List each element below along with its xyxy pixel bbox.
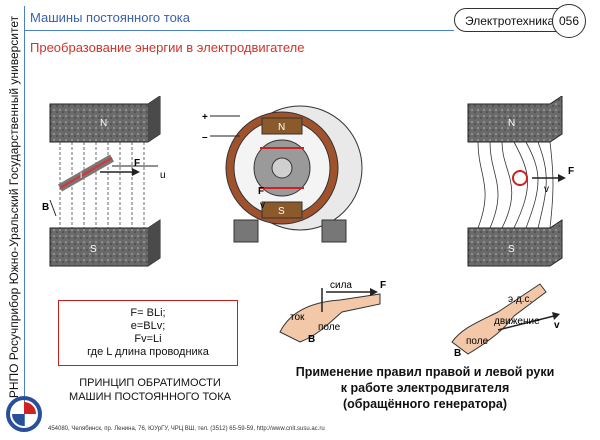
dc-motor-diagram: + – N S F v — [202, 105, 363, 243]
force-label: F — [134, 158, 140, 169]
bent-field-lines — [477, 141, 554, 229]
footer-address: 454080, Челябинск, пр. Ленина, 76, ЮУрГУ… — [48, 426, 325, 432]
left-force-symbol: F — [380, 280, 386, 291]
pole-s-label: S — [508, 244, 515, 255]
pole-n-label: N — [100, 118, 107, 129]
force-arrowhead — [558, 174, 566, 182]
pole-s-block — [49, 219, 161, 267]
force-arrowhead — [370, 288, 378, 296]
current-label: i — [80, 170, 82, 181]
pole-n-block — [467, 96, 563, 143]
principle-caption: ПРИНЦИП ОБРАТИМОСТИ МАШИН ПОСТОЯННОГО ТО… — [69, 377, 231, 403]
pole-s-label: S — [90, 244, 97, 255]
formula-box: F= BLi; e=BLv; Fv=Li где L длина проводн… — [58, 300, 238, 366]
pole-bottom — [261, 201, 303, 219]
conductor — [58, 154, 114, 192]
left-current-label: ток — [290, 312, 305, 323]
motion-arrowhead — [552, 312, 560, 320]
formula-emf: e=BLv; — [130, 320, 166, 332]
formula-note: где L длина проводника — [87, 346, 209, 358]
motor-feet — [233, 219, 347, 243]
left-field-symbol: B — [308, 334, 315, 345]
motor-velocity: v — [260, 200, 265, 211]
force-label: F — [568, 166, 574, 177]
left-field-label: поле — [318, 322, 341, 333]
right-hand-rule: э.д.с. движение v поле B — [451, 283, 560, 359]
left-rule — [24, 6, 25, 426]
formula-power: Fv=Li — [134, 333, 162, 345]
left-hand-rule: сила F ток поле B — [279, 280, 386, 345]
field-distortion-diagram: N S F v — [467, 96, 574, 267]
velocity-label: v — [544, 184, 549, 195]
motor-pole-n: N — [278, 122, 285, 133]
caption-line-3: (обращённого генератора) — [342, 397, 508, 411]
formula-force: F= BLi; — [130, 307, 166, 319]
slide-caption: Применение правил правой и левой руки к … — [260, 364, 590, 412]
force-arrowhead — [132, 168, 140, 176]
right-field-symbol: B — [454, 348, 461, 359]
caption-line-1: Применение правил правой и левой руки — [295, 365, 555, 379]
topic-title: Преобразование энергии в электродвигател… — [30, 40, 305, 55]
motor-force: F — [258, 186, 264, 197]
motor-pole-s: S — [278, 206, 285, 217]
minus-terminal: – — [202, 132, 208, 143]
right-field-label: поле — [466, 336, 489, 347]
conductor-in-field-diagram: N S F u i B — [42, 96, 166, 267]
header-rule — [24, 30, 454, 31]
armature — [253, 139, 311, 197]
pole-top — [261, 117, 303, 135]
side-label: РНПО Росучприбор Южно-Уральский Государс… — [7, 15, 21, 399]
pole-n-label: N — [508, 118, 515, 129]
right-velocity-symbol: v — [554, 320, 560, 331]
field-label: B — [42, 202, 49, 213]
motion-arrow — [497, 315, 555, 331]
field-arrow — [49, 199, 57, 217]
university-logo-icon — [6, 396, 42, 432]
subject-title: Машины постоянного тока — [30, 10, 191, 25]
right-motion-label: движение — [494, 316, 540, 327]
plus-terminal: + — [202, 112, 208, 123]
pole-n-block — [49, 96, 161, 143]
page-number: 056 — [552, 4, 586, 38]
caption-line-2: к работе электродвигателя — [340, 381, 510, 395]
left-force-label: сила — [330, 280, 352, 291]
pole-s-block — [467, 219, 563, 267]
right-emf-label: э.д.с. — [508, 294, 532, 305]
conductor-cross-section — [512, 170, 528, 186]
voltage-label: u — [160, 170, 166, 181]
